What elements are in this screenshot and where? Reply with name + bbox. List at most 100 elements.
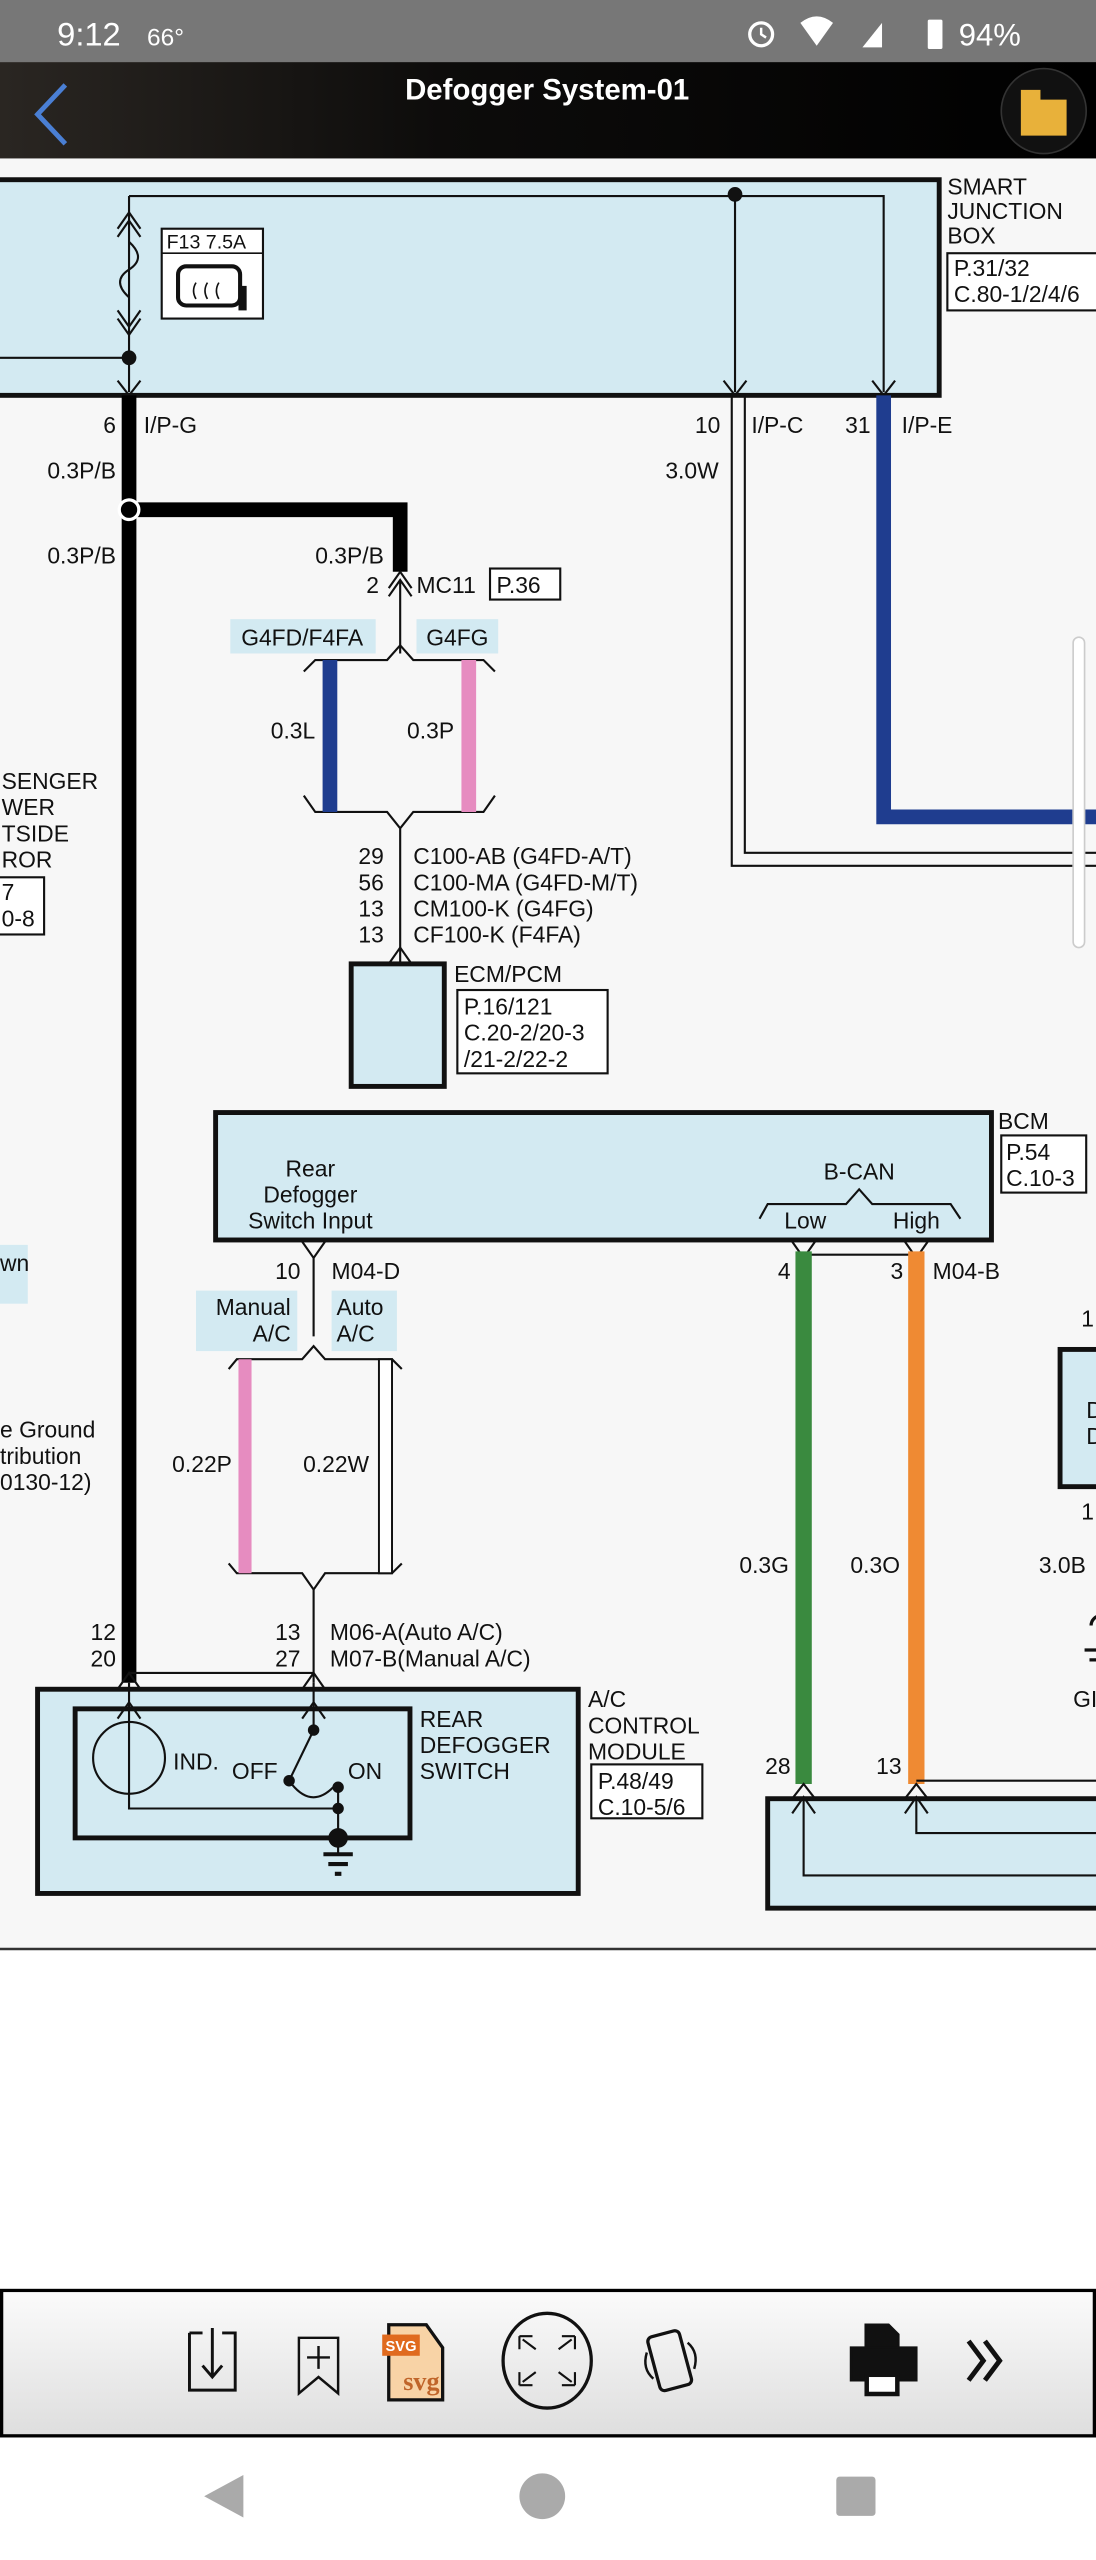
diagram-label: High: [893, 1208, 940, 1234]
nav-recents-button[interactable]: [836, 2476, 876, 2516]
svg-export-button[interactable]: SVG svg: [382, 2323, 445, 2402]
back-chevron-icon[interactable]: [34, 83, 68, 146]
diagram-label: MODULE: [588, 1738, 686, 1764]
download-button[interactable]: [188, 2328, 237, 2392]
diagram-label: e Ground: [0, 1417, 95, 1443]
diagram-label: 6: [103, 412, 116, 438]
ecm-pcm-box: [348, 961, 447, 1089]
diagram-label: 0.3P/B: [47, 458, 116, 484]
diagram-label: 2: [366, 572, 379, 598]
rear-defrost-icon: [175, 264, 247, 311]
printer-icon: [849, 2323, 918, 2397]
diagram-label: SWITCH: [420, 1758, 510, 1784]
diagram-label: C.10-5/6: [598, 1794, 686, 1820]
print-button[interactable]: [849, 2323, 918, 2397]
diagram-label: 13: [876, 1753, 901, 1779]
svg-text:P.31/32C.80-1/2/4/6: P.31/32C.80-1/2/4/6: [954, 255, 1080, 307]
scrollbar[interactable]: [1072, 636, 1086, 949]
diagram-label: 0.3O: [850, 1552, 900, 1578]
diagram-label: C.80-1/2/4/6: [954, 281, 1080, 307]
diagram-label: M07-B(Manual A/C): [330, 1645, 531, 1671]
wire-blue: [876, 395, 1096, 825]
diagram-label: 7: [2, 879, 15, 905]
diagram-label: DEFOGGER: [420, 1732, 551, 1758]
download-icon: [188, 2328, 237, 2392]
fuse-icon: [119, 241, 140, 299]
svg-text:P.54C.10-3: P.54C.10-3: [1006, 1139, 1075, 1191]
nav-back-button[interactable]: [204, 2475, 244, 2518]
diagram-label: P.16/121: [464, 994, 553, 1020]
diagram-label: SENGER: [2, 768, 99, 794]
diagram-label: B-CAN: [824, 1159, 895, 1185]
diagram-label: 1: [1081, 1498, 1094, 1524]
diagram-label: BCM: [998, 1108, 1049, 1134]
diagram-label: Manual: [216, 1294, 291, 1320]
diagram-label: 28: [765, 1753, 790, 1779]
diagram-label: 31: [845, 412, 870, 438]
wire-3-0w: [730, 395, 1096, 867]
folder-icon: [1020, 89, 1067, 136]
diagram-label: I/P-E: [902, 412, 953, 438]
diagram-label: CF100-K (F4FA): [413, 922, 581, 948]
diagram-label: Auto: [336, 1294, 383, 1320]
rotate-button[interactable]: [644, 2329, 697, 2393]
diagram-label: G4FG: [426, 624, 488, 650]
android-nav-bar: [204, 2473, 876, 2520]
diagram-label: JUNCTION: [947, 198, 1063, 224]
diagram-label: 10: [275, 1258, 300, 1284]
status-temperature: 66°: [147, 25, 184, 52]
diagram-label: C100-AB (G4FD-A/T): [413, 843, 631, 869]
ground-icon: [323, 1828, 353, 1876]
diagram-label: 0.22P: [172, 1451, 232, 1477]
more-chevrons-icon[interactable]: [966, 2339, 1003, 2382]
wire-pb: [121, 395, 408, 1683]
signal-icon: [862, 22, 883, 48]
folder-button[interactable]: [1000, 67, 1088, 155]
diagram-label: P.31/32: [954, 255, 1030, 281]
diagram-label: 0-8: [2, 905, 35, 931]
bookmark-add-icon: [297, 2336, 340, 2396]
diagram-label: CONTROL: [588, 1712, 700, 1738]
fuse-label: F13 7.5A: [167, 231, 247, 253]
diagram-label: 56: [358, 869, 383, 895]
diagram-label: C.10-3: [1006, 1165, 1075, 1191]
diagram-label: /21-2/22-2: [464, 1046, 568, 1072]
ground-icon-right: [1084, 1615, 1096, 1662]
nav-home-button[interactable]: [519, 2473, 566, 2520]
diagram-label: SMART: [947, 173, 1027, 199]
expand-icon: [518, 2335, 577, 2387]
fit-screen-button[interactable]: [501, 2311, 593, 2410]
lower-module-box: [765, 1796, 1096, 1911]
diagram-label: Switch Input: [248, 1208, 373, 1234]
diagram-label: 0.22W: [303, 1451, 369, 1477]
diagram-label: P.48/49: [598, 1768, 674, 1794]
bookmark-button[interactable]: [297, 2336, 340, 2396]
diagram-label: M04-D: [332, 1258, 401, 1284]
rear-defogger-switch-box: [72, 1706, 413, 1841]
diagram-label: OFF: [232, 1758, 278, 1784]
status-bar: 9:12 66° 94%: [0, 0, 1096, 63]
diagram-label: MC11: [417, 572, 476, 598]
diagram-label: M06-A(Auto A/C): [330, 1619, 503, 1645]
diagram-label: 3.0B: [1039, 1552, 1086, 1578]
svg-text:70-8: 70-8: [2, 879, 35, 931]
diagram-label: D: [1086, 1423, 1096, 1449]
diagram-label: P.54: [1006, 1139, 1050, 1165]
diagram-label: M04-B: [933, 1258, 1000, 1284]
bottom-toolbar: SVG svg: [0, 2288, 1096, 2438]
alarm-icon: [748, 21, 775, 48]
diagram-label: 0.3G: [739, 1552, 789, 1578]
diagram-label: C100-MA (G4FD-M/T): [413, 869, 638, 895]
svg-text:P.48/49C.10-5/6: P.48/49C.10-5/6: [598, 1768, 686, 1820]
status-time: 9:12: [57, 16, 121, 53]
